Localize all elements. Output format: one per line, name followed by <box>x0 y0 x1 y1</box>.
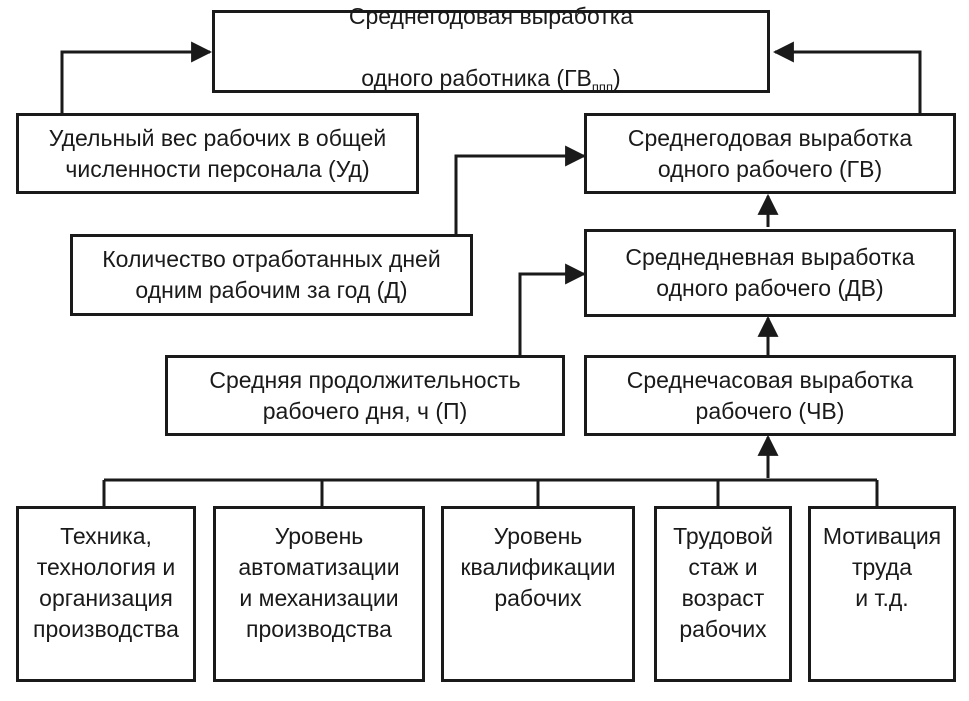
arrow-annual-laborer-to-annual-worker <box>772 41 922 113</box>
box-annual-output-per-laborer: Среднегодовая выработка одного рабочего … <box>584 113 956 194</box>
line2-main: одного работника (ГВ <box>361 64 592 91</box>
box-hourly-output: Среднечасовая выработка рабочего (ЧВ) <box>584 355 956 436</box>
arrow-workday-to-daily <box>518 263 587 355</box>
box-days-worked: Количество отработанных дней одним рабоч… <box>70 234 473 316</box>
box-factor-qualification: Уровень квалификации рабочих <box>441 506 635 682</box>
arrow-days-to-annual-laborer <box>454 145 587 234</box>
box-factor-experience: Трудовой стаж и возраст рабочих <box>654 506 792 682</box>
arrow-share-to-annual-worker <box>60 41 213 113</box>
box-days-worked-text: Количество отработанных дней одним рабоч… <box>102 246 441 303</box>
box-annual-output-per-worker: Среднегодовая выработка одного работника… <box>212 3 770 94</box>
box-factor-experience-text: Трудовой стаж и возраст рабочих <box>673 523 773 642</box>
box-share-of-workers: Удельный вес рабочих в общей численности… <box>16 113 419 194</box>
box-factor-tech: Техника, технология и организация произв… <box>16 506 196 682</box>
box-factor-qualification-text: Уровень квалификации рабочих <box>460 523 616 611</box>
box-factor-automation-text: Уровень автоматизации и механизации прои… <box>238 523 400 642</box>
box-factor-motivation: Мотивация труда и т.д. <box>808 506 956 682</box>
box-workday-length: Средняя продолжительность рабочего дня, … <box>165 355 565 436</box>
box-factor-automation: Уровень автоматизации и механизации прои… <box>213 506 425 682</box>
box-daily-output-text: Среднедневная выработка одного рабочего … <box>625 244 915 301</box>
box-hourly-output-text: Среднечасовая выработка рабочего (ЧВ) <box>626 366 914 424</box>
box-annual-output-per-laborer-text: Среднегодовая выработка одного рабочего … <box>627 124 913 182</box>
box-annual-output-per-worker-line2: одного работника (ГВппп) <box>349 63 633 103</box>
box-factor-motivation-text: Мотивация труда и т.д. <box>822 523 942 611</box>
box-daily-output: Среднедневная выработка одного рабочего … <box>584 229 956 317</box>
line2-end: ) <box>613 64 621 91</box>
box-workday-length-text: Средняя продолжительность рабочего дня, … <box>209 366 521 424</box>
box-share-of-workers-text: Удельный вес рабочих в общей численности… <box>48 124 387 182</box>
box-factor-tech-text: Техника, технология и организация произв… <box>33 523 179 642</box>
box-annual-output-per-worker-line1: Среднегодовая выработка <box>348 2 634 29</box>
subscript-ppp: ппп <box>591 79 614 95</box>
